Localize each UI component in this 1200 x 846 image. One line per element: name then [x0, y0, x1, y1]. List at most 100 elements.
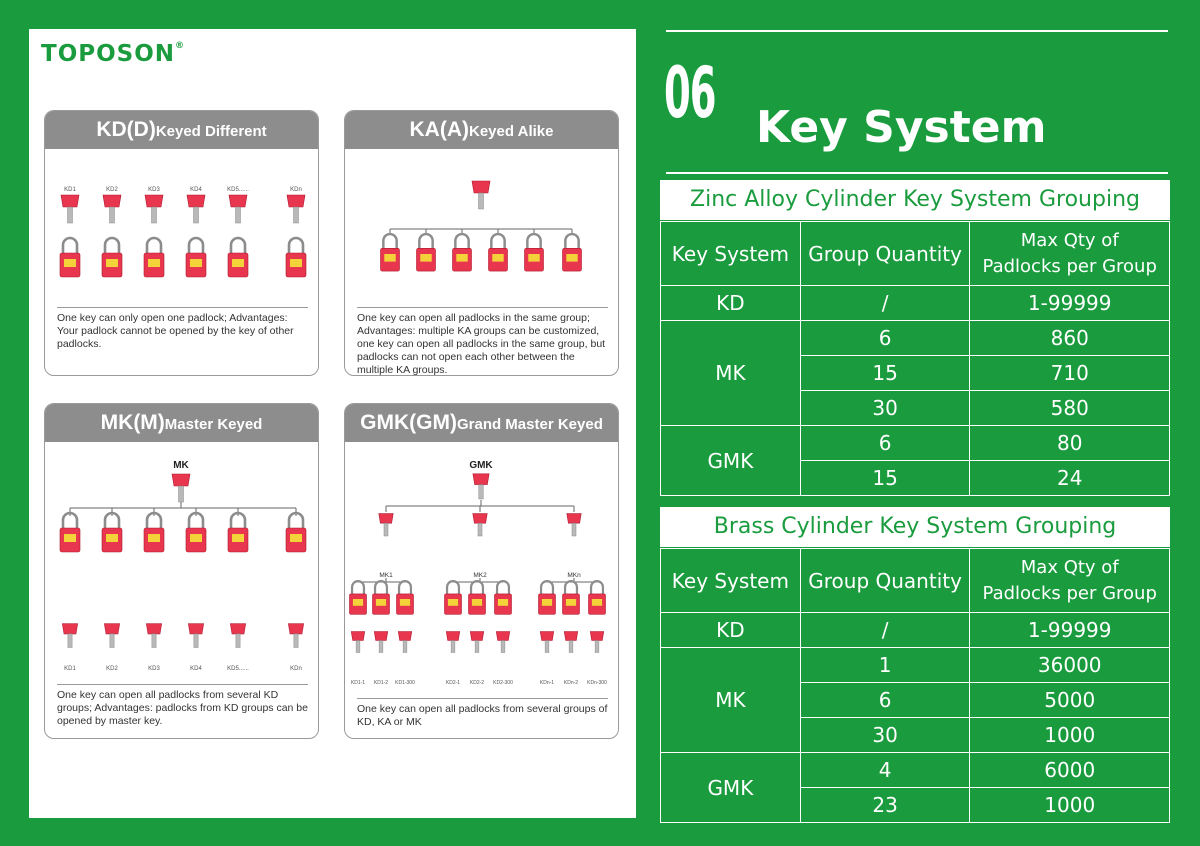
group-quantity-cell: 30	[799, 717, 971, 753]
ka-letter: (A)	[439, 118, 469, 141]
key-icon	[350, 631, 366, 653]
column-header: Key System	[660, 548, 801, 613]
mk-card: MK(M)Master Keyed MK KD1 KD2 KD3 KD4 KD5…	[44, 403, 319, 739]
padlock-icon	[488, 232, 508, 272]
top-rule	[666, 30, 1168, 32]
key-icon	[102, 194, 122, 224]
key-system-cell: MK	[660, 320, 801, 426]
kd-diagram: KD1 KD2 KD3 KD4 KD5...... KDn	[59, 187, 307, 278]
gmk-key-label: KDn-1	[540, 680, 554, 686]
key-icon	[566, 513, 582, 537]
padlock-icon	[444, 580, 462, 615]
kd-key-label: KD3	[148, 187, 160, 193]
kd-card-header: KD(D)Keyed Different	[45, 111, 318, 149]
table-row: 15 24	[661, 460, 1170, 496]
key-icon	[471, 180, 491, 210]
gmk-key-label: KD2-2	[470, 680, 484, 686]
group-quantity-cell: 15	[799, 460, 971, 496]
table-row: KD / 1-99999	[660, 285, 1170, 321]
kd-card: KD(D)Keyed Different KD1 KD2 KD3 KD4 KD5…	[44, 110, 319, 376]
key-system-cell: GMK	[660, 425, 801, 496]
column-header: Group Quantity	[799, 221, 971, 286]
key-icon	[495, 631, 511, 653]
group-quantity-cell: 6	[799, 320, 971, 356]
max-qty-cell: 710	[969, 355, 1170, 391]
group-quantity-cell: 4	[799, 752, 971, 788]
padlock-icon	[349, 580, 367, 615]
group-quantity-cell: 23	[799, 787, 971, 823]
group-quantity-cell: 6	[799, 425, 971, 461]
gmk-key-label: KDn-2	[564, 680, 578, 686]
padlock-icon	[452, 232, 472, 272]
gmk-code: GMK	[360, 411, 410, 434]
mk-letter: (M)	[133, 411, 165, 434]
key-system-cell: GMK	[660, 752, 801, 823]
max-qty-cell: 36000	[969, 647, 1170, 683]
padlock-icon	[101, 511, 123, 553]
max-qty-cell: 1-99999	[969, 285, 1170, 321]
left-panel: TOPOSON® KD(D)Keyed Different KD1 KD2 KD…	[29, 29, 636, 818]
kd-description: One key can only open one padlock; Advan…	[57, 307, 308, 351]
mk-master-label: MK	[173, 460, 189, 471]
padlock-icon	[285, 511, 307, 553]
ka-description: One key can open all padlocks in the sam…	[357, 307, 608, 375]
padlock-icon	[101, 236, 123, 278]
table-row: MK 6 860	[660, 320, 1170, 426]
kd-key-label: KD5......	[227, 187, 249, 193]
max-qty-cell: 580	[969, 390, 1170, 426]
padlock-icon	[380, 232, 400, 272]
kd-key-label: KD2	[106, 187, 118, 193]
gmk-diagram: GMK MK1 MK2 MKn KD1-1 KD1-2 KD1-300 KD2-…	[349, 460, 607, 686]
padlock-icon	[285, 236, 307, 278]
gmk-key-label: KDn-300	[587, 680, 607, 686]
key-system-cell: MK	[660, 647, 801, 753]
gmk-card: GMK(GM)Grand Master Keyed GMK MK1 MK2 MK…	[344, 403, 619, 739]
group-quantity-cell: 6	[799, 682, 971, 718]
gmk-key-label: KD1-300	[395, 680, 415, 686]
kd-code: KD	[96, 118, 127, 141]
table-row: 23 1000	[661, 787, 1170, 823]
mk-key-label: KD1	[64, 666, 76, 672]
key-icon	[145, 623, 163, 648]
max-qty-cell: 1000	[969, 787, 1170, 823]
gmk-card-header: GMK(GM)Grand Master Keyed	[345, 404, 618, 442]
group-quantity-cell: 1	[799, 647, 971, 683]
key-icon	[61, 623, 79, 648]
key-icon	[187, 623, 205, 648]
gmk-letter: (GM)	[409, 411, 457, 434]
padlock-icon	[538, 580, 556, 615]
key-icon	[171, 473, 191, 503]
kd-name: Keyed Different	[155, 123, 267, 140]
key-icon	[186, 194, 206, 224]
table-row: MK 1 36000	[660, 647, 1170, 753]
mk-description: One key can open all padlocks from sever…	[57, 684, 308, 728]
padlock-icon	[143, 511, 165, 553]
ka-name: Keyed Alike	[469, 123, 554, 140]
gmk-description: One key can open all padlocks from sever…	[357, 698, 608, 729]
table-row: 30 1000	[661, 717, 1170, 753]
padlock-icon	[227, 511, 249, 553]
kd-key-label: KDn	[290, 187, 302, 193]
key-icon	[60, 194, 80, 224]
gmk-group-label: MK1	[379, 572, 393, 579]
key-icon	[397, 631, 413, 653]
key-icon	[563, 631, 579, 653]
padlock-icon	[227, 236, 249, 278]
group-quantity-cell: 15	[799, 355, 971, 391]
padlock-icon	[143, 236, 165, 278]
gmk-group-label: MK2	[473, 572, 487, 579]
key-icon	[373, 631, 389, 653]
table-row: 15 710	[661, 355, 1170, 391]
section-number: 06	[664, 52, 716, 134]
group-quantity-cell: /	[799, 285, 971, 321]
gmk-group-label: MKn	[567, 572, 581, 579]
gmk-master-label: GMK	[469, 460, 493, 471]
gmk-key-label: KD1-2	[374, 680, 388, 686]
gmk-name: Grand Master Keyed	[456, 416, 603, 433]
ka-card-header: KA(A)Keyed Alike	[345, 111, 618, 149]
column-header: Group Quantity	[799, 548, 971, 613]
table-row: KD / 1-99999	[660, 612, 1170, 648]
max-qty-cell: 5000	[969, 682, 1170, 718]
key-icon	[469, 631, 485, 653]
